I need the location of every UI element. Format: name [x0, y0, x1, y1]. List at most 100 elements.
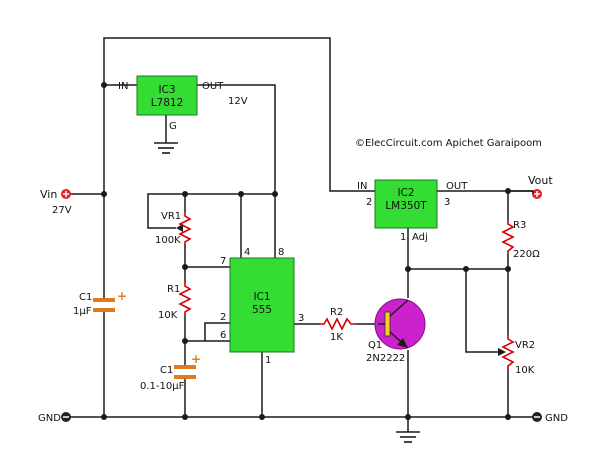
cap-plate [174, 375, 196, 379]
r1-body [178, 282, 192, 315]
q1-body [374, 298, 426, 350]
wire-ic3-out [197, 84, 276, 258]
junction-dot [101, 414, 107, 420]
ic1-timer: IC1 555 4 8 7 2 6 3 1 [220, 247, 304, 366]
ic3-name: IC3 [158, 84, 175, 96]
wire-top-feed [103, 37, 375, 192]
r2-name: R2 [330, 307, 343, 318]
r2-body [320, 317, 356, 331]
q1-name: Q1 [368, 340, 382, 351]
ic2-pin-in: 2 [366, 197, 372, 208]
r3-name: R3 [513, 220, 526, 231]
q1-emitter-arrow-icon [397, 338, 408, 348]
cap-plate [93, 308, 115, 312]
plus-icon: + [117, 289, 127, 303]
resistor-r3: R3 220Ω [501, 220, 540, 260]
ic2-pin-adj: 1 [400, 232, 406, 243]
vr2-wiper-arrow-icon [498, 348, 506, 356]
ic3-body [136, 75, 198, 116]
ic2-body [374, 179, 438, 229]
ic2-regulator: IC2 LM350T IN OUT 2 3 1 Adj [357, 179, 468, 243]
junction-dot [182, 414, 188, 420]
junction-dot [272, 191, 278, 197]
plus-icon: + [191, 352, 201, 366]
junction-dot [505, 266, 511, 272]
ic2-adj-label: Adj [412, 232, 428, 243]
ic1-part: 555 [252, 304, 272, 316]
wire-vr1-wiper [147, 193, 185, 229]
r1-name: R1 [167, 284, 180, 295]
ic3-out-label: OUT [202, 81, 224, 92]
r1-value: 10K [158, 310, 178, 321]
q1-base-bar [384, 311, 391, 337]
junctions [101, 82, 511, 420]
resistor-r2: R2 1K [320, 307, 356, 343]
capacitor-c1-bottom: + C1 0.1-10μF [140, 352, 201, 392]
ic1-pin8: 8 [278, 247, 284, 258]
ic3-rail-label: 12V [228, 96, 248, 107]
junction-dot [463, 266, 469, 272]
vr2-body [501, 335, 515, 369]
r3-value: 220Ω [513, 249, 540, 260]
ic3-regulator: IC3 L7812 IN OUT G 12V [118, 75, 248, 132]
ic3-gnd-label: G [169, 121, 177, 132]
vr2-name: VR2 [515, 340, 535, 351]
ic1-name: IC1 [253, 291, 270, 303]
gnd-left-terminal: GND [38, 412, 71, 424]
wire-pin2 [204, 322, 230, 341]
c1-top-value: 1μF [73, 306, 92, 317]
ic2-name: IC2 [397, 187, 414, 199]
ic1-pin3: 3 [298, 313, 304, 324]
ic1-pin6: 6 [220, 330, 226, 341]
ground-symbol [154, 142, 178, 154]
vr1-body [178, 212, 192, 244]
potentiometer-vr1: VR1 100K [155, 211, 192, 246]
cap-plate [93, 298, 115, 302]
vin-value: 27V [52, 205, 72, 216]
c1-bottom-name: C1 [160, 365, 173, 376]
ic2-in-label: IN [357, 181, 367, 192]
junction-dot [182, 191, 188, 197]
c1-top-name: C1 [79, 292, 92, 303]
vr2-value: 10K [515, 365, 535, 376]
ic1-body [229, 257, 295, 353]
resistor-r1: R1 10K [158, 282, 192, 321]
junction-dot [101, 82, 107, 88]
c1-bottom-value: 0.1-10μF [140, 381, 185, 392]
cap-plate [174, 365, 196, 369]
ic1-pin2: 2 [220, 312, 226, 323]
junction-dot [259, 414, 265, 420]
r2-value: 1K [330, 332, 343, 343]
junction-dot [405, 266, 411, 272]
ground-symbol [396, 431, 420, 443]
gnd-right-label: GND [545, 413, 568, 424]
q1-part: 2N2222 [366, 353, 405, 364]
ic3-in-label: IN [118, 81, 128, 92]
ic1-pin4: 4 [244, 247, 250, 258]
wire-vr2-wiper [465, 269, 498, 353]
transistor-q1: Q1 2N2222 [366, 298, 426, 364]
ic2-pin-out: 3 [444, 197, 450, 208]
junction-dot [182, 264, 188, 270]
vout-terminal: Vout [508, 174, 553, 199]
capacitor-c1-top: + C1 1μF [73, 289, 127, 317]
junction-dot [238, 191, 244, 197]
potentiometer-vr2: VR2 10K [498, 335, 535, 376]
ic2-out-label: OUT [446, 181, 468, 192]
r3-body [501, 220, 515, 254]
vin-label: Vin [40, 188, 57, 201]
junction-dot [101, 191, 107, 197]
vr1-value: 100K [155, 235, 181, 246]
vout-label: Vout [528, 174, 553, 187]
ic2-part: LM350T [385, 200, 427, 212]
junction-dot [405, 414, 411, 420]
junction-dot [182, 338, 188, 344]
vr1-name: VR1 [161, 211, 181, 222]
ic1-pin7: 7 [220, 256, 226, 267]
credit-text: ©ElecCircuit.com Apichet Garaipoom [355, 138, 542, 149]
vin-terminal: Vin 27V [40, 188, 72, 216]
gnd-left-label: GND [38, 413, 61, 424]
ic1-pin1: 1 [265, 355, 271, 366]
